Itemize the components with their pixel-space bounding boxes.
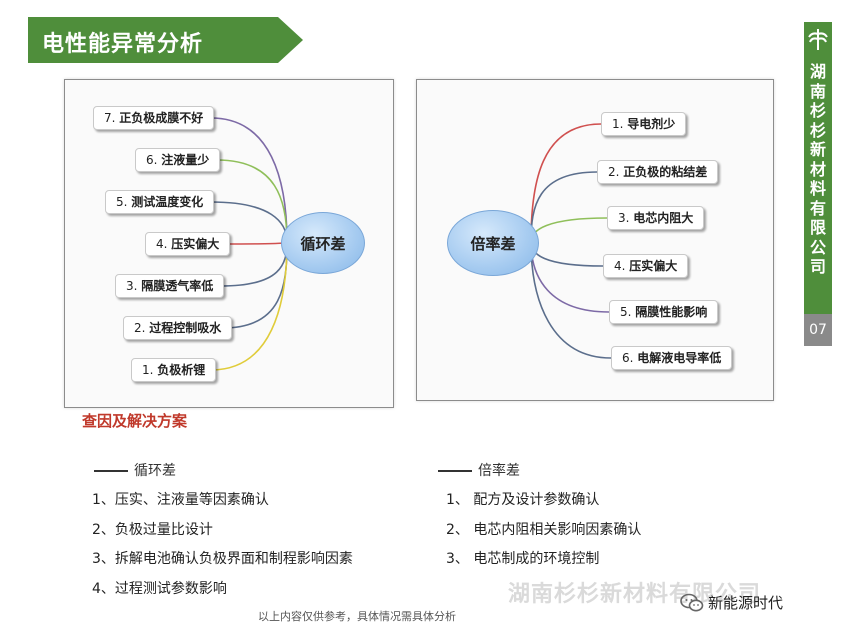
page-number: 07 (804, 314, 832, 346)
node-number: 7. (104, 111, 116, 125)
solutions-heading: 查因及解决方案 (82, 412, 188, 430)
wechat-account: 新能源时代 (680, 592, 783, 613)
connector-line (216, 159, 288, 243)
node-number: 5. (620, 305, 632, 319)
left-node: 2. 过程控制吸水 (123, 316, 233, 340)
cycle-solution-item: 3、拆解电池确认负极界面和制程影响因素 (92, 551, 353, 567)
node-label: 正负极的粘结差 (623, 165, 708, 179)
connector-line (530, 217, 608, 243)
rate-solution-item: 3、 电芯制成的环境控制 (446, 551, 600, 567)
connector-line (530, 241, 610, 313)
node-number: 1. (142, 363, 154, 377)
node-label: 正负极成膜不好 (119, 111, 204, 125)
connector-line (530, 241, 612, 359)
page-title: 电性能异常分析 (42, 32, 204, 57)
right-node: 3. 电芯内阻大 (607, 206, 705, 230)
node-label: 注液量少 (161, 153, 210, 167)
node-label: 测试温度变化 (131, 195, 204, 209)
node-number: 4. (156, 237, 168, 251)
right-node: 5. 隔膜性能影响 (609, 300, 719, 324)
company-name-char: 材 (809, 159, 826, 179)
node-number: 4. (614, 259, 626, 273)
node-number: 6. (146, 153, 158, 167)
node-number: 3. (618, 211, 630, 225)
right-node: 4. 压实偏大 (603, 254, 689, 278)
right-node: 6. 电解液电导率低 (611, 346, 733, 370)
company-name-char: 司 (809, 257, 826, 276)
cycle-solution-item: 2、负极过量比设计 (92, 521, 213, 538)
node-number: 3. (126, 279, 138, 293)
right-node: 1. 导电剂少 (601, 112, 687, 136)
company-name-vertical: 湖南杉杉新材料有限公司 (804, 62, 832, 277)
left-node: 5. 测试温度变化 (105, 190, 215, 214)
company-name-char: 新 (809, 140, 826, 159)
node-number: 6. (622, 351, 634, 365)
cycle-solution-item: 4、过程测试参数影响 (92, 580, 227, 597)
node-number: 1. (612, 117, 624, 131)
company-name-char: 杉 (809, 101, 826, 120)
connector-line (222, 241, 288, 245)
company-name-char: 限 (809, 218, 826, 237)
connector-line (210, 117, 288, 243)
connector-line (530, 171, 598, 243)
title-banner: 电性能异常分析 (28, 17, 303, 63)
right-node: 2. 正负极的粘结差 (597, 160, 719, 184)
node-label: 过程控制吸水 (149, 321, 222, 335)
cycle-solution-item: 1、压实、注液量等因素确认 (92, 492, 269, 508)
connector-line (530, 123, 602, 243)
left-node: 3. 隔膜透气率低 (115, 274, 225, 298)
node-label: 负极析锂 (157, 363, 206, 377)
node-number: 2. (134, 321, 146, 335)
node-label: 压实偏大 (171, 237, 220, 251)
rate-hub: 倍率差 (447, 210, 539, 276)
dash-line (94, 470, 128, 472)
rate-mindmap-panel: 倍率差 1. 导电剂少 2. 正负极的粘结差 3. 电芯内阻大 4. 压实偏大 5. 隔… (416, 79, 774, 401)
company-logo-icon (808, 29, 828, 50)
node-label: 电解液电导率低 (637, 351, 722, 365)
company-name-char: 公 (809, 237, 826, 257)
rate-solutions-title-text: 倍率差 (478, 463, 520, 479)
wechat-icon (680, 593, 704, 611)
rate-solution-item: 2、 电芯内阻相关影响因素确认 (446, 521, 642, 538)
node-label: 隔膜透气率低 (141, 279, 214, 293)
title-banner-shape (28, 17, 303, 63)
company-name-char: 杉 (809, 120, 826, 140)
node-label: 电芯内阻大 (633, 211, 694, 225)
cycle-solutions-title-text: 循环差 (134, 463, 176, 479)
connector-line (220, 241, 288, 287)
node-label: 压实偏大 (629, 259, 678, 273)
rate-solution-item: 1、 配方及设计参数确认 (446, 492, 600, 508)
node-label: 导电剂少 (627, 117, 676, 131)
dash-line (438, 470, 472, 472)
node-number: 2. (608, 165, 620, 179)
left-node: 4. 压实偏大 (145, 232, 231, 256)
rate-solutions-title: 倍率差 (438, 460, 520, 480)
left-node: 1. 负极析锂 (131, 358, 217, 382)
node-label: 隔膜性能影响 (635, 305, 708, 319)
cycle-hub: 循环差 (281, 212, 365, 274)
connector-line (210, 241, 288, 371)
node-number: 5. (116, 195, 128, 209)
left-node: 6. 注液量少 (135, 148, 221, 172)
connector-line (530, 241, 604, 267)
wechat-account-name: 新能源时代 (708, 594, 784, 612)
left-node: 7. 正负极成膜不好 (93, 106, 215, 130)
company-watermark: 湖南杉杉新材料有限公司 (508, 582, 762, 607)
footer-note: 以上内容仅供参考，具体情况需具体分析 (258, 610, 456, 623)
company-name-char: 料 (809, 179, 826, 198)
cycle-solutions-title: 循环差 (94, 460, 176, 480)
company-sidebar: 湖南杉杉新材料有限公司 (804, 22, 832, 314)
company-name-char: 有 (809, 198, 826, 218)
company-name-char: 湖 (809, 62, 826, 81)
cycle-mindmap-panel: 循环差 7. 正负极成膜不好 6. 注液量少 5. 测试温度变化 4. 压实偏大 3. … (64, 79, 394, 408)
company-name-char: 南 (809, 81, 826, 101)
